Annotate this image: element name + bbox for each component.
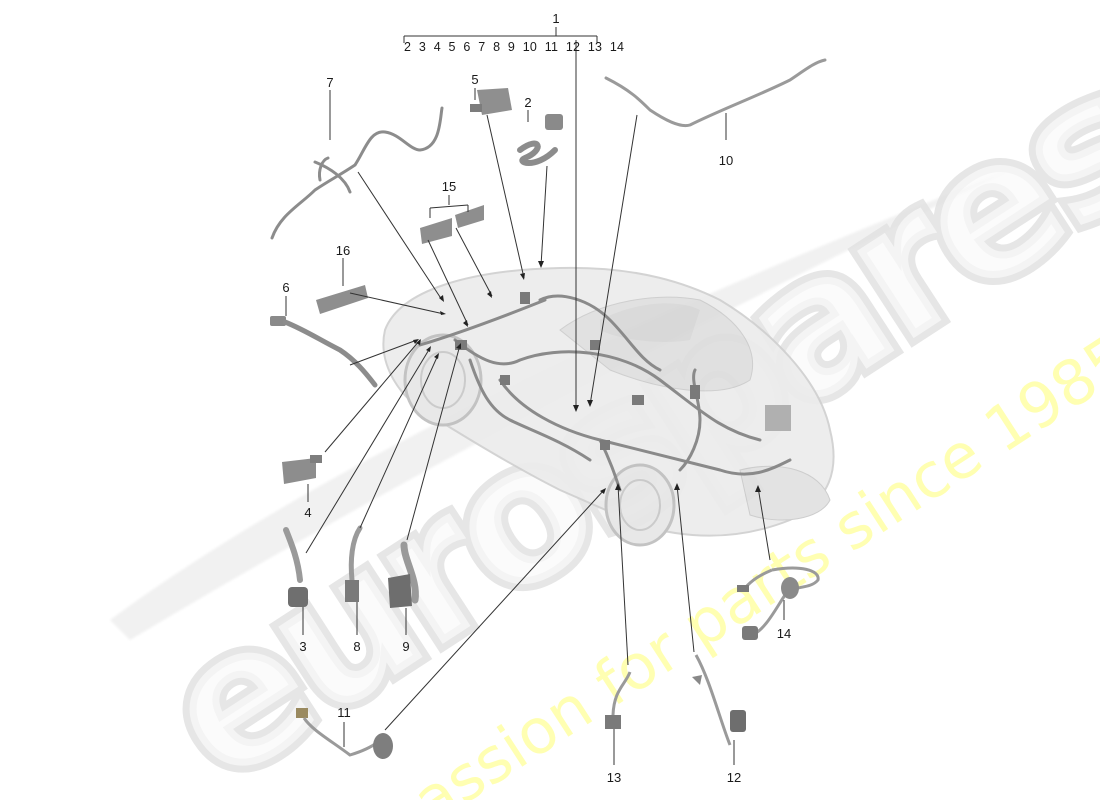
- part-4-connector: [282, 455, 322, 484]
- group-item: 8: [493, 40, 501, 54]
- car-body: [382, 266, 835, 547]
- callout-5[interactable]: 5: [471, 72, 479, 87]
- group-item: 10: [522, 40, 538, 54]
- group-item: 4: [433, 40, 441, 54]
- part-12-sensor: [692, 654, 746, 746]
- callout-15[interactable]: 15: [441, 179, 457, 194]
- group-item: 14: [609, 40, 625, 54]
- part-6-cable: [270, 316, 378, 388]
- callout-7[interactable]: 7: [326, 75, 334, 90]
- group-item: 7: [478, 40, 486, 54]
- part-9-connector: [388, 541, 419, 608]
- group-1-includes: 2 3 4 5 6 7 8 9 10 11 12 13 14: [404, 40, 628, 54]
- part-16-bracket: [316, 285, 368, 314]
- part-7-harness: [270, 106, 444, 240]
- part-5-connector: [470, 88, 512, 115]
- callout-13[interactable]: 13: [606, 770, 622, 785]
- part-15-brackets: [420, 205, 484, 244]
- callout-11[interactable]: 11: [337, 705, 351, 720]
- part-11-cable: [296, 708, 393, 759]
- part-13-sensor: [605, 671, 632, 729]
- rear-wheel: [604, 463, 676, 547]
- part-14-cable: [737, 566, 820, 640]
- callout-4[interactable]: 4: [304, 505, 312, 520]
- group-item: 6: [463, 40, 471, 54]
- group-item: 5: [448, 40, 456, 54]
- group-item: 11: [544, 40, 559, 54]
- callout-3[interactable]: 3: [299, 639, 307, 654]
- main-harness: [418, 294, 792, 492]
- group-item: 12: [565, 40, 581, 54]
- part-8-sensor: [345, 525, 363, 602]
- part-2-cable: [517, 114, 563, 166]
- part-3-cable: [283, 527, 308, 607]
- leader-arrowheads: [413, 261, 761, 494]
- callout-16[interactable]: 16: [335, 243, 351, 258]
- leader-lines: [285, 27, 785, 765]
- front-wheel: [403, 333, 483, 427]
- callout-9[interactable]: 9: [402, 639, 410, 654]
- group-item: 3: [418, 40, 426, 54]
- callout-10[interactable]: 10: [718, 153, 734, 168]
- callout-2[interactable]: 2: [524, 95, 532, 110]
- callout-8[interactable]: 8: [353, 639, 361, 654]
- callout-12[interactable]: 12: [726, 770, 742, 785]
- group-item: 9: [507, 40, 516, 54]
- group-item: 2: [404, 40, 412, 54]
- part-10-harness: [604, 58, 827, 128]
- group-item: 13: [587, 40, 603, 54]
- callout-14[interactable]: 14: [776, 626, 792, 641]
- callout-6[interactable]: 6: [282, 280, 290, 295]
- callout-1: 1: [552, 11, 560, 26]
